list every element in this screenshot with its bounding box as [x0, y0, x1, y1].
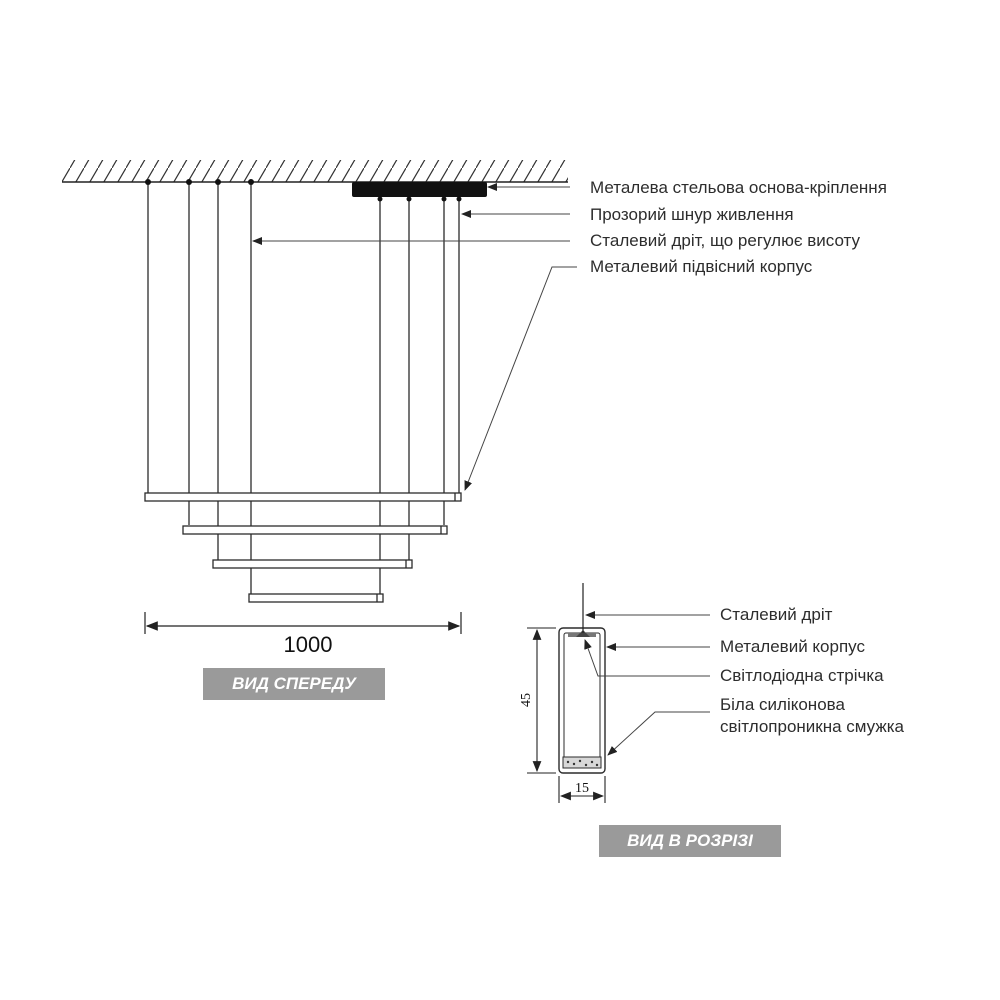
- label-steel-wire-height: Сталевий дріт, що регулює висоту: [590, 231, 860, 250]
- bar-end-caps: [376, 493, 456, 602]
- label-suspended-body: Металевий підвісний корпус: [590, 257, 813, 276]
- section-profile: [558, 627, 606, 774]
- caption-section-view: ВИД В РОЗРІЗІ: [599, 825, 781, 857]
- ceiling-base: [352, 182, 487, 197]
- front-leader-lines: [252, 183, 577, 491]
- label-ceiling-base: Металева стельова основа-кріплення: [590, 178, 887, 197]
- label-power-cord: Прозорий шнур живлення: [590, 205, 794, 224]
- section-height-dimension: [527, 627, 556, 774]
- caption-front-view: ВИД СПЕРЕДУ: [203, 668, 385, 700]
- label-steel-wire: Сталевий дріт: [720, 605, 833, 624]
- wire-anchors: [145, 179, 254, 185]
- suspended-bodies: [144, 492, 462, 603]
- front-width-dimension: [144, 612, 462, 634]
- ceiling: [62, 160, 568, 183]
- label-silicone-strip-line2: світлопроникна смужка: [720, 717, 904, 736]
- front-width-value: 1000: [284, 632, 333, 657]
- section-height-value: 45: [519, 693, 534, 707]
- label-silicone-strip-line1: Біла силіконова: [720, 695, 845, 714]
- section-led-strip: [568, 630, 596, 637]
- label-metal-body: Металевий корпус: [720, 637, 865, 656]
- section-diffuser: [562, 756, 602, 769]
- section-leader-lines: [584, 611, 710, 756]
- label-led-strip: Світлодіодна стрічка: [720, 666, 884, 685]
- base-anchors: [377, 196, 462, 202]
- section-width-value: 15: [575, 781, 589, 796]
- section-width-dimension: [558, 776, 606, 803]
